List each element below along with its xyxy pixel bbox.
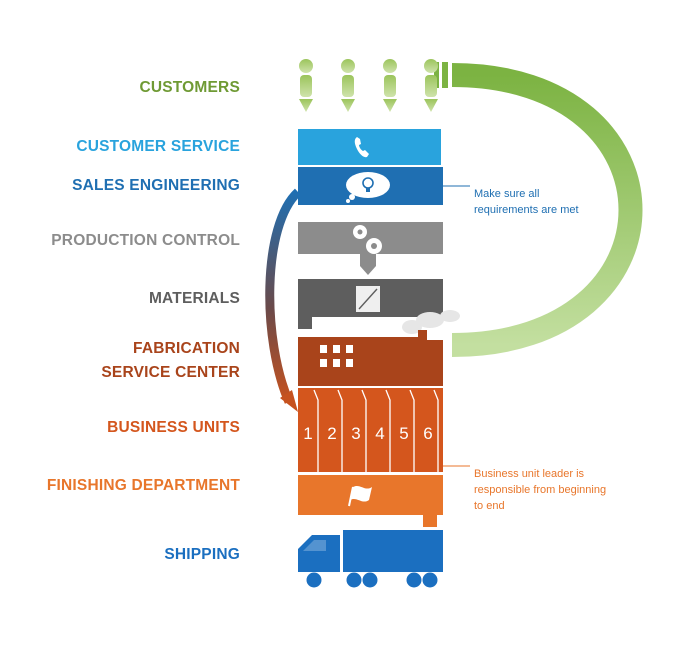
- gears-icon: [353, 225, 382, 254]
- note-leader-line1: Business unit leader is: [474, 468, 585, 480]
- business-unit-1: 1: [303, 424, 312, 443]
- label-service-center: SERVICE CENTER: [101, 364, 240, 381]
- label-finishing-department: FINISHING DEPARTMENT: [46, 477, 240, 494]
- business-unit-5: 5: [399, 424, 408, 443]
- label-fabrication: FABRICATION: [133, 340, 240, 357]
- phone-icon: [354, 137, 369, 158]
- note-leader-line2: responsible from beginning: [474, 484, 607, 496]
- label-customer-service: CUSTOMER SERVICE: [76, 138, 240, 155]
- note-requirements: Make sure all requirements are met: [474, 186, 579, 218]
- label-sales-engineering: SALES ENGINEERING: [72, 177, 240, 194]
- factory-icon: [320, 345, 353, 367]
- sheet-icon: [356, 286, 380, 312]
- finishing-band: [298, 475, 443, 527]
- business-unit-2: 2: [327, 424, 336, 443]
- business-units-band: [298, 388, 443, 472]
- business-unit-3: 3: [351, 424, 360, 443]
- customer-service-band: [298, 129, 444, 165]
- note-requirements-line2: requirements are met: [474, 204, 579, 216]
- lightbulb-icon: [346, 172, 390, 203]
- sales-to-business-units-connector: [265, 188, 302, 412]
- note-business-unit-leader: Business unit leader is responsible from…: [474, 466, 606, 514]
- label-customers: CUSTOMERS: [139, 79, 240, 96]
- truck-icon: [298, 530, 443, 588]
- flag-icon: [348, 485, 372, 507]
- smoke-icon: [402, 310, 460, 334]
- label-materials: MATERIALS: [148, 290, 240, 307]
- label-production-control: PRODUCTION CONTROL: [51, 232, 240, 249]
- note-leader-line3: to end: [474, 500, 505, 512]
- business-unit-numbers: 1 2 3 4 5 6: [303, 424, 432, 443]
- label-shipping: SHIPPING: [164, 546, 240, 563]
- feedback-loop-arrow: [434, 62, 643, 357]
- business-unit-4: 4: [375, 424, 384, 443]
- note-requirements-line1: Make sure all: [474, 188, 540, 200]
- business-unit-6: 6: [423, 424, 432, 443]
- customers-icon: [299, 59, 438, 112]
- label-business-units: BUSINESS UNITS: [107, 419, 240, 436]
